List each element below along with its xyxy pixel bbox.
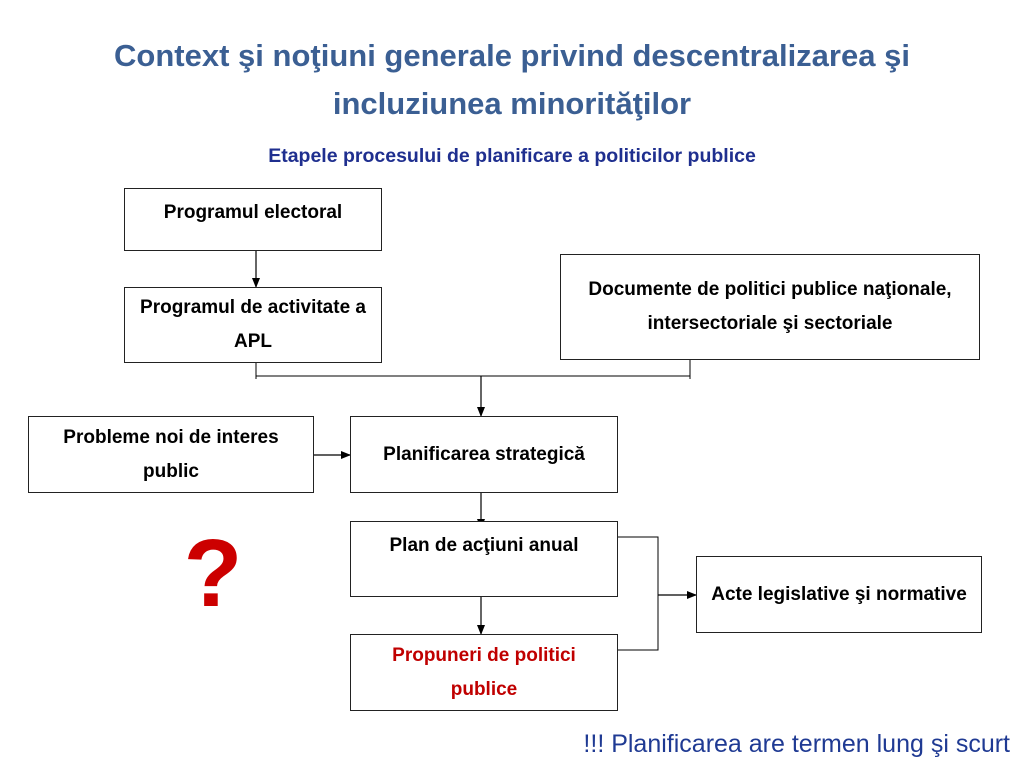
box-acte-legislative: Acte legislative şi normative [696, 556, 982, 633]
box-probleme-noi-label: Probleme noi de interes public [63, 426, 279, 482]
box-propuneri-politici: Propuneri de politici publice [350, 634, 618, 711]
box-programul-electoral: Programul electoral [124, 188, 382, 251]
box-documente-politici-label: Documente de politici publice naţionale,… [588, 279, 952, 334]
box-documente-politici: Documente de politici publice naţionale,… [560, 254, 980, 360]
box-planificarea-strategica: Planificarea strategică [350, 416, 618, 493]
box-propuneri-politici-label: Propuneri de politici publice [392, 644, 576, 700]
box-planificarea-strategica-label: Planificarea strategică [383, 443, 585, 465]
slide-title: Context şi noţiuni generale privind desc… [114, 38, 910, 121]
box-plan-actiuni-label: Plan de acţiuni anual [389, 535, 579, 556]
bracket-right-group [618, 536, 659, 651]
box-plan-actiuni: Plan de acţiuni anual [350, 521, 618, 597]
question-mark: ? [183, 520, 243, 627]
box-programul-activitate: Programul de activitate a APL [124, 287, 382, 363]
box-acte-legislative-label: Acte legislative şi normative [711, 583, 967, 605]
box-programul-activitate-label: Programul de activitate a APL [140, 297, 366, 352]
box-probleme-noi: Probleme noi de interes public [28, 416, 314, 493]
box-programul-electoral-label: Programul electoral [163, 202, 343, 223]
footer-note: !!! Planificarea are termen lung şi scur… [583, 730, 1010, 758]
slide-subtitle: Etapele procesului de planificare a poli… [268, 145, 756, 167]
